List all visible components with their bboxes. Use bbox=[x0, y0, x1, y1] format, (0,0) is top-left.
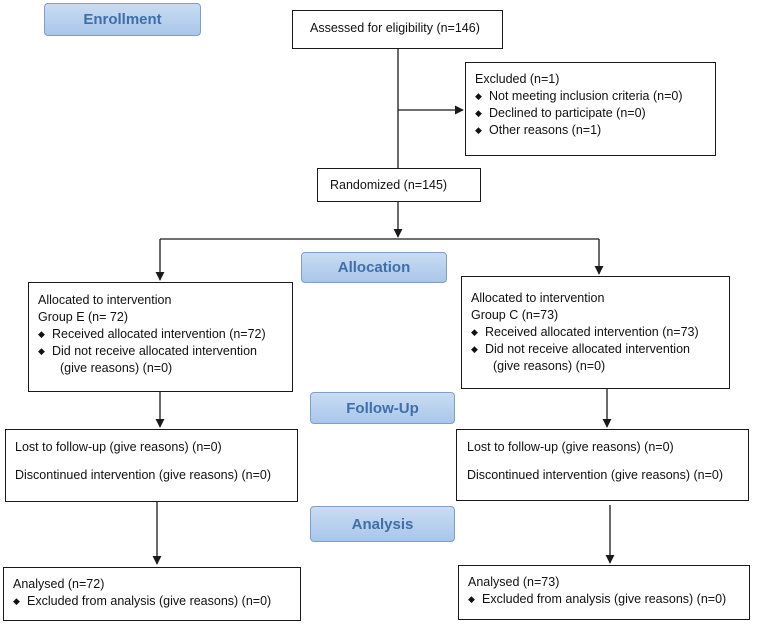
group-e-not-received: ◆ Did not receive allocated intervention bbox=[38, 343, 292, 360]
group-e-allocation-title: Allocated to intervention bbox=[38, 293, 172, 307]
group-c-excluded-analysis-label: Excluded from analysis (give reasons) (n… bbox=[482, 592, 727, 606]
stage-allocation-label: Allocation bbox=[337, 259, 411, 276]
excluded-item: ◆ Declined to participate (n=0) bbox=[475, 105, 715, 122]
group-c-allocation-box: Allocated to intervention Group C (n=73)… bbox=[461, 276, 730, 389]
group-e-analysed: Analysed (n=72) bbox=[13, 577, 105, 591]
group-e-label: Group E (n= 72) bbox=[38, 310, 128, 324]
bullet-icon: ◆ bbox=[13, 596, 20, 606]
group-c-not-received-label: Did not receive allocated intervention bbox=[485, 342, 690, 356]
excluded-title: Excluded (n=1) bbox=[475, 72, 560, 86]
excluded-item: ◆ Not meeting inclusion criteria (n=0) bbox=[475, 88, 715, 105]
group-e-not-received-reasons: (give reasons) (n=0) bbox=[60, 361, 173, 375]
group-e-excluded-analysis-label: Excluded from analysis (give reasons) (n… bbox=[27, 594, 272, 608]
stage-analysis: Analysis bbox=[310, 506, 455, 542]
bullet-icon: ◆ bbox=[38, 329, 45, 339]
group-c-excluded-analysis: ◆ Excluded from analysis (give reasons) (… bbox=[468, 591, 749, 608]
group-e-followup-box: Lost to follow-up (give reasons) (n=0) D… bbox=[5, 429, 298, 502]
excluded-box: Excluded (n=1) ◆ Not meeting inclusion cr… bbox=[465, 62, 716, 156]
group-c-not-received: ◆ Did not receive allocated intervention bbox=[471, 341, 729, 358]
bullet-icon: ◆ bbox=[471, 327, 478, 337]
stage-analysis-label: Analysis bbox=[351, 515, 414, 533]
stage-enrollment-label: Enrollment bbox=[83, 11, 162, 28]
group-c-lost: Lost to follow-up (give reasons) (n=0) bbox=[467, 440, 674, 454]
stage-follow-up: Follow-Up bbox=[310, 392, 455, 424]
bullet-icon: ◆ bbox=[475, 91, 482, 101]
excluded-item-label: Other reasons (n=1) bbox=[489, 123, 602, 137]
group-e-lost: Lost to follow-up (give reasons) (n=0) bbox=[15, 440, 222, 454]
bullet-icon: ◆ bbox=[471, 344, 478, 354]
group-c-not-received-reasons: (give reasons) (n=0) bbox=[493, 359, 606, 373]
excluded-item-label: Declined to participate (n=0) bbox=[489, 106, 646, 120]
group-c-analysed: Analysed (n=73) bbox=[468, 575, 560, 589]
group-c-followup-box: Lost to follow-up (give reasons) (n=0) D… bbox=[456, 429, 749, 501]
group-e-analysis-box: Analysed (n=72) ◆ Excluded from analysis … bbox=[3, 567, 301, 621]
group-e-not-received-label: Did not receive allocated intervention bbox=[52, 344, 257, 358]
group-c-discontinued: Discontinued intervention (give reasons)… bbox=[467, 468, 724, 482]
group-e-discontinued: Discontinued intervention (give reasons)… bbox=[15, 468, 272, 482]
bullet-icon: ◆ bbox=[475, 108, 482, 118]
stage-follow-up-label: Follow-Up bbox=[346, 399, 419, 417]
stage-enrollment: Enrollment bbox=[44, 3, 201, 36]
bullet-icon: ◆ bbox=[38, 346, 45, 356]
randomized-box: Randomized (n=145) bbox=[317, 168, 481, 202]
group-c-analysis-box: Analysed (n=73) ◆ Excluded from analysis … bbox=[458, 565, 750, 620]
excluded-item-label: Not meeting inclusion criteria (n=0) bbox=[489, 89, 683, 103]
group-c-received: ◆ Received allocated intervention (n=73) bbox=[471, 324, 729, 341]
assessed-text: Assessed for eligibility (n=146) bbox=[310, 21, 480, 35]
bullet-icon: ◆ bbox=[468, 594, 475, 604]
group-e-received-label: Received allocated intervention (n=72) bbox=[52, 327, 266, 341]
group-e-received: ◆ Received allocated intervention (n=72) bbox=[38, 326, 292, 343]
assessed-box: Assessed for eligibility (n=146) bbox=[292, 10, 503, 49]
randomized-text: Randomized (n=145) bbox=[330, 178, 448, 192]
group-e-excluded-analysis: ◆ Excluded from analysis (give reasons) (… bbox=[13, 593, 300, 610]
group-e-allocation-box: Allocated to intervention Group E (n= 72… bbox=[28, 282, 293, 392]
group-c-received-label: Received allocated intervention (n=73) bbox=[485, 325, 699, 339]
group-c-label: Group C (n=73) bbox=[471, 308, 559, 322]
bullet-icon: ◆ bbox=[475, 125, 482, 135]
excluded-item: ◆ Other reasons (n=1) bbox=[475, 122, 715, 139]
group-c-allocation-title: Allocated to intervention bbox=[471, 291, 605, 305]
stage-allocation: Allocation bbox=[301, 252, 447, 283]
